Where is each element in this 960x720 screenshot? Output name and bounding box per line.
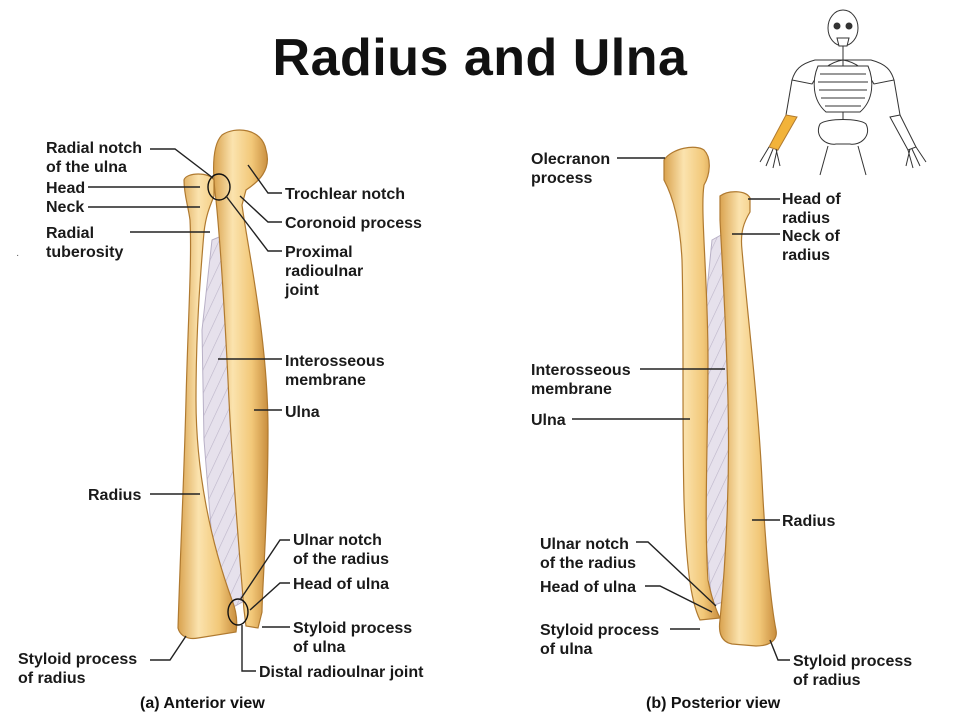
anterior-ulna-bone (212, 129, 269, 629)
leader-coronoid (239, 195, 282, 223)
label-head: Head (46, 180, 86, 197)
label-radius-post: Radius (782, 513, 836, 530)
caption-anterior: (a) Anterior view (140, 695, 265, 712)
anterior-view (88, 129, 290, 672)
label-radius: Radius (88, 487, 142, 504)
caption-posterior: (b) Posterior view (646, 695, 781, 712)
highlighted-forearm (768, 114, 798, 151)
page-title: Radius and Ulna (272, 29, 688, 87)
leader-styloid-radius (150, 635, 187, 661)
proximal-joint-circle (207, 173, 231, 201)
label-coronoid-process: Coronoid process (285, 215, 422, 232)
distal-joint-circle (227, 598, 249, 626)
label-trochlear-notch: Trochlear notch (285, 186, 406, 203)
label-head-of-ulna-post: Head of ulna (540, 579, 637, 596)
anterior-radius-bone (177, 173, 238, 640)
leader-styloid-radius-post (769, 639, 790, 661)
label-neck: Neck (46, 199, 85, 216)
leader-head-ulna (249, 582, 290, 611)
leader-proximal-joint (225, 195, 282, 252)
posterior-view (572, 146, 790, 661)
posterior-radius-bone (718, 191, 777, 647)
label-ulna: Ulna (285, 404, 320, 421)
leader-head-ulna-post (645, 585, 713, 613)
posterior-ulna-bone (663, 146, 721, 621)
edge-mark: · (16, 250, 19, 261)
leader-trochlear (247, 164, 282, 194)
leader-radial-notch (150, 148, 214, 179)
skeleton-thumbnail (759, 9, 927, 176)
label-distal-joint: Distal radioulnar joint (259, 664, 424, 681)
leader-ulnar-notch (239, 539, 290, 601)
label-ulna-post: Ulna (531, 412, 566, 429)
leader-ulnar-notch-post (636, 541, 717, 607)
leader-distal-joint (241, 625, 256, 672)
label-head-of-ulna: Head of ulna (293, 576, 390, 593)
